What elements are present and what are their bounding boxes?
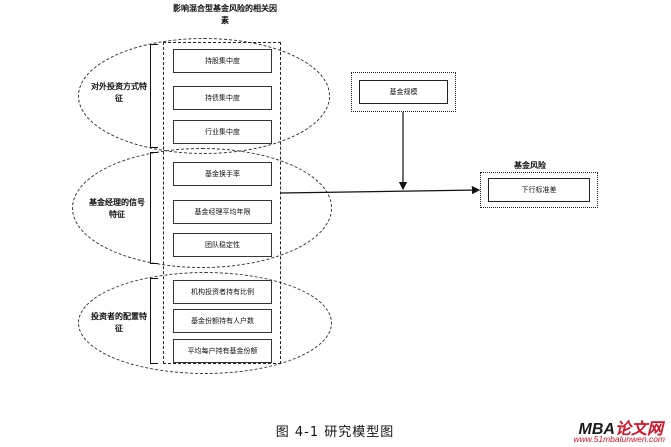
factor-box: 持债集中度	[173, 86, 272, 110]
control-variable-frame	[351, 72, 456, 112]
group-bracket-investment	[150, 44, 158, 148]
factor-box: 持股集中度	[173, 49, 272, 73]
factor-box: 平均每户持有基金份额	[173, 339, 272, 363]
group-bracket-investor	[150, 278, 158, 364]
factor-box: 基金经理平均年限	[173, 200, 272, 224]
figure-caption: 图 4-1 研究模型图	[275, 425, 395, 440]
watermark-brand-right: 论文网	[614, 421, 663, 438]
factor-box: 基金份额持有人户数	[173, 309, 272, 333]
outcome-box: 下行标准差	[488, 178, 590, 202]
group-ellipse-manager	[72, 148, 332, 268]
watermark-url: www.51mbalunwen.com	[573, 434, 665, 444]
group-label-manager: 基金经理的信号特征	[89, 197, 145, 219]
group-bracket-manager	[150, 152, 158, 264]
factor-box: 行业集中度	[173, 120, 272, 144]
factor-box: 团队稳定性	[173, 233, 272, 257]
watermark-logo: MBA论文网	[579, 415, 663, 439]
control-variable-box: 基金规模	[359, 80, 448, 104]
factor-box: 机构投资者持有比例	[173, 280, 272, 304]
group-label-investor: 投资者的配置特征	[91, 311, 147, 333]
outcome-frame	[480, 172, 598, 208]
arrow-factors-to-risk	[280, 185, 481, 195]
outcome-title: 基金风险	[514, 160, 546, 170]
factor-box: 基金换手率	[173, 162, 272, 186]
group-ellipse-investor	[78, 272, 332, 374]
factors-container	[163, 42, 281, 364]
watermark-brand-left: MBA	[578, 421, 615, 438]
group-label-investment: 对外投资方式特征	[91, 81, 147, 103]
diagram-title: 影响混合型基金风险的相关因素	[173, 3, 277, 25]
